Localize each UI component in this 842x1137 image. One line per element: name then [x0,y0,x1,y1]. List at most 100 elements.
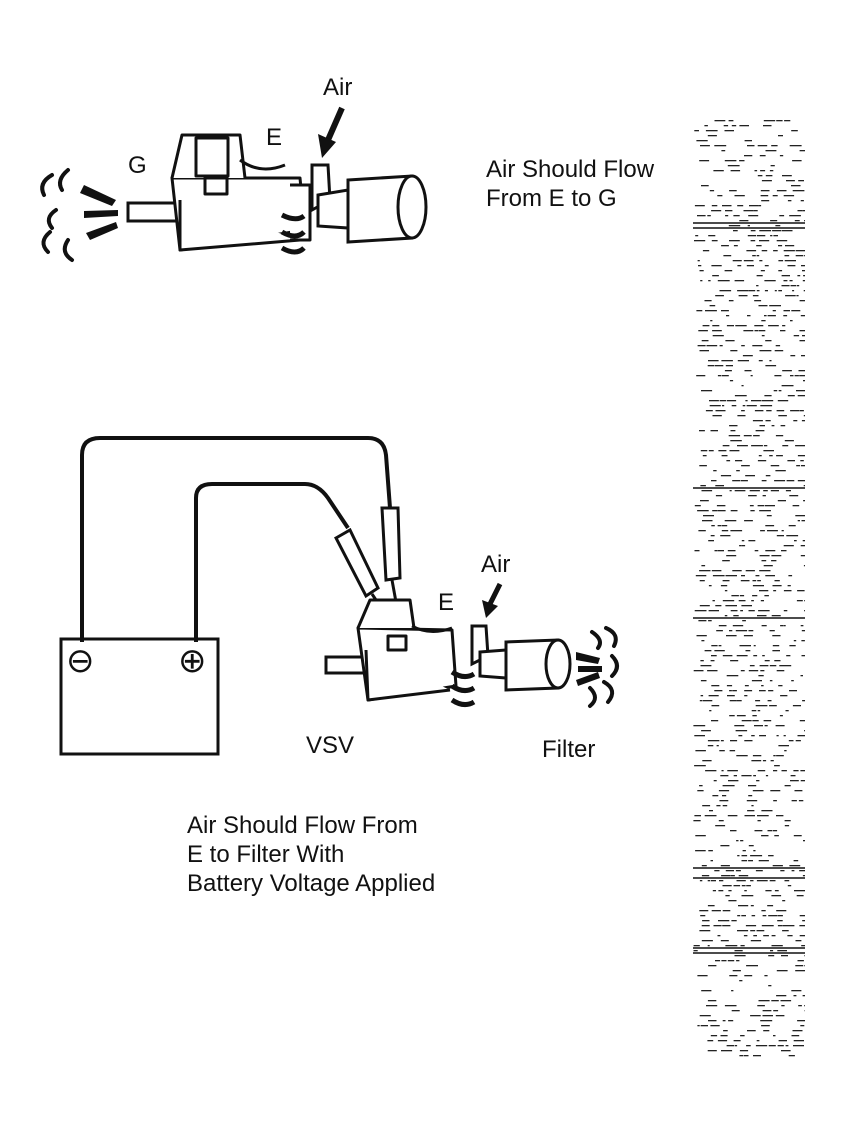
noise-dash [720,940,729,942]
noise-dash [782,175,792,177]
noise-dash [774,765,780,767]
noise-dash [699,785,703,787]
noise-dash [730,530,743,532]
noise-dash [721,245,729,247]
noise-dash [734,280,745,282]
noise-dash [722,925,731,927]
noise-dash [722,655,733,657]
noise-dash [714,550,718,552]
noise-dash [784,440,794,442]
noise-dash [712,335,724,337]
battery-negative-icon: ⊖ [66,641,95,681]
noise-dash [799,340,805,342]
noise-dash [796,895,804,897]
noise-dash [725,215,729,217]
noise-dash [707,1050,717,1052]
noise-dash [802,335,805,337]
noise-dash [804,600,805,602]
noise-dash [750,1015,761,1017]
noise-dash [764,595,769,597]
noise-dash [708,360,719,362]
noise-dash [697,510,709,512]
noise-dash [788,525,796,527]
noise-dash [724,1005,737,1007]
noise-dash [714,120,726,122]
noise-dash [729,190,737,192]
noise-dash [795,515,805,517]
noise-dash [741,345,745,347]
noise-dash [712,325,720,327]
noise-dash [709,710,712,712]
noise-dash [786,535,799,537]
noise-dash [771,555,782,557]
wire-negative [80,436,392,642]
noise-dash [779,155,784,157]
noise-dash [711,910,721,912]
noise-dash [772,650,780,652]
noise-dash [750,880,754,882]
noise-dash [748,785,757,787]
noise-dash [789,645,796,647]
noise-dash [792,1030,803,1032]
noise-dash [714,650,725,652]
noise-dash [740,945,745,947]
noise-dash [749,490,760,492]
noise-dash [759,155,766,157]
noise-dash [765,175,773,177]
noise-dash [759,510,771,512]
noise-dash [751,735,755,737]
noise-dash [799,925,805,927]
noise-dash [722,785,735,787]
label-filter: Filter [542,736,596,763]
noise-dash [765,525,775,527]
noise-dash [788,575,793,577]
noise-dash [752,715,757,717]
noise-dash [705,410,713,412]
noise-dash [764,280,776,282]
noise-dash [768,690,774,692]
noise-dash [719,345,723,347]
noise-dash [795,970,805,972]
noise-dash [694,735,705,737]
noise-dash [771,425,775,427]
noise-dash [721,960,727,962]
noise-dash [802,875,805,877]
noise-dash [769,630,775,632]
noise-dash [804,1005,805,1007]
noise-dash [764,725,768,727]
noise-dash [751,600,754,602]
noise-dash [710,535,715,537]
noise-dash [699,465,707,467]
noise-dash [797,210,803,212]
noise-dash [711,265,722,267]
noise-dash [767,700,772,702]
noise-dash [771,935,776,937]
noise-dash [715,410,726,412]
wire-2 [411,624,453,633]
noise-dash [708,585,712,587]
noise-dash [754,300,762,302]
caption-2-line-2: E to Filter With [187,841,345,868]
noise-dash [715,960,721,962]
noise-dash [774,835,779,837]
noise-dash [733,1040,741,1042]
noise-dash [759,425,765,427]
noise-dash [803,275,805,277]
noise-dash [769,665,777,667]
noise-dash [736,470,740,472]
noise-dash [698,530,706,532]
noise-dash [801,945,805,947]
noise-dash [737,915,741,917]
noise-dash [755,575,760,577]
noise-dash [775,435,784,437]
noise-dash [728,225,741,227]
noise-dash [699,580,705,582]
noise-dash [773,1010,779,1012]
noise-dash [701,185,709,187]
noise-dash [761,560,767,562]
noise-dash [721,310,729,312]
noise-dash [720,845,730,847]
noise-dash [770,490,779,492]
noise-dash [735,460,743,462]
noise-dash [697,975,708,977]
